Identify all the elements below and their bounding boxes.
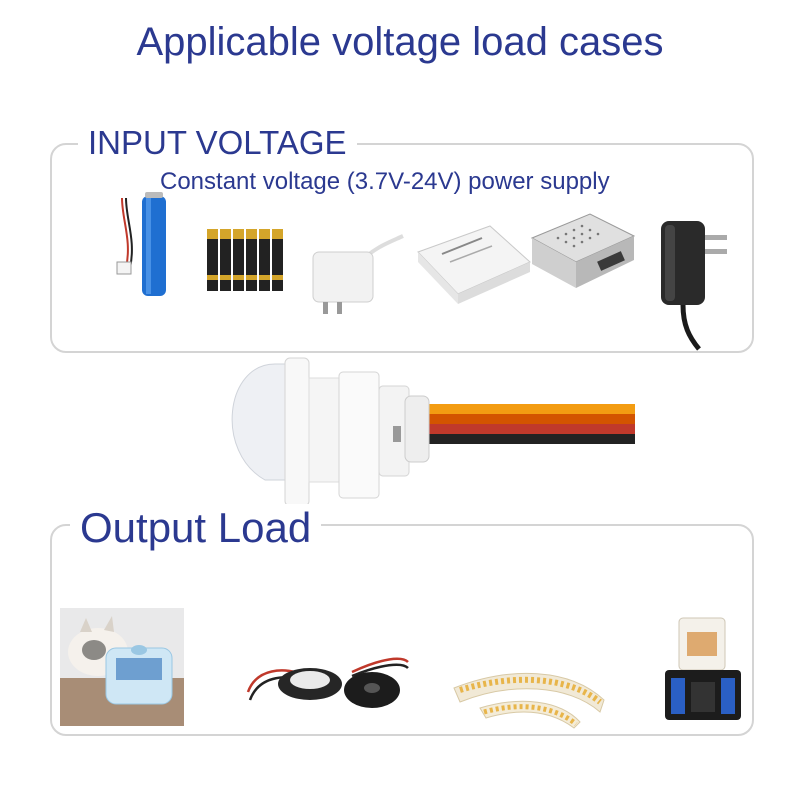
input-voltage-panel <box>50 143 754 353</box>
aa-batteries-icon <box>205 225 285 295</box>
battery-18650-icon <box>112 190 172 300</box>
pir-motion-sensor-icon <box>215 352 635 522</box>
relay-icon <box>655 612 750 727</box>
input-voltage-subtitle: Constant voltage (3.7V-24V) power supply <box>160 168 610 195</box>
pet-water-fountain-photo <box>60 608 184 726</box>
page-title: Applicable voltage load cases <box>136 20 664 64</box>
switching-power-supply-icon <box>528 210 638 292</box>
input-voltage-heading: INPUT VOLTAGE <box>78 124 357 162</box>
usb-charger-icon <box>305 222 405 317</box>
wall-adapter-icon <box>655 215 735 355</box>
buzzer-icon <box>242 650 412 730</box>
output-load-heading: Output Load <box>70 504 322 552</box>
led-driver-icon <box>412 222 532 307</box>
led-strip-icon <box>450 660 610 730</box>
